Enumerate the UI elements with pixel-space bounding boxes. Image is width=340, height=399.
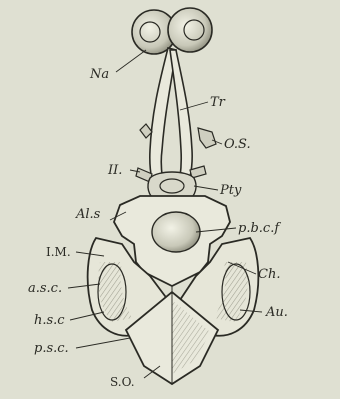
pituitary-fossa: [152, 212, 200, 252]
label-nasal: Na: [90, 68, 109, 81]
nasal-capsule-right: [168, 8, 212, 52]
label-optic-nerve: II.: [108, 164, 122, 177]
leader-psc: [76, 338, 130, 348]
label-posterior-canal: p.s.c.: [34, 342, 69, 355]
label-alisphenoid: Al.s: [76, 208, 100, 221]
label-pterygoid: Pty: [220, 184, 241, 197]
orbitosphenoid-right: [198, 128, 216, 148]
label-im: I.M.: [46, 246, 71, 258]
label-anterior-canal: a.s.c.: [28, 282, 62, 295]
label-horizontal-canal: h.s.c: [34, 314, 65, 327]
leader-na: [116, 50, 146, 72]
label-trabecula: Tr: [210, 96, 225, 109]
leader-pty: [194, 186, 218, 190]
label-orbitosphenoid: O.S.: [224, 138, 251, 151]
label-supraoccipital: S.O.: [110, 376, 135, 388]
label-chorda: Ch.: [258, 268, 280, 281]
label-auditory: Au.: [266, 306, 288, 319]
label-pituitary: p.b.c.f: [238, 222, 279, 235]
